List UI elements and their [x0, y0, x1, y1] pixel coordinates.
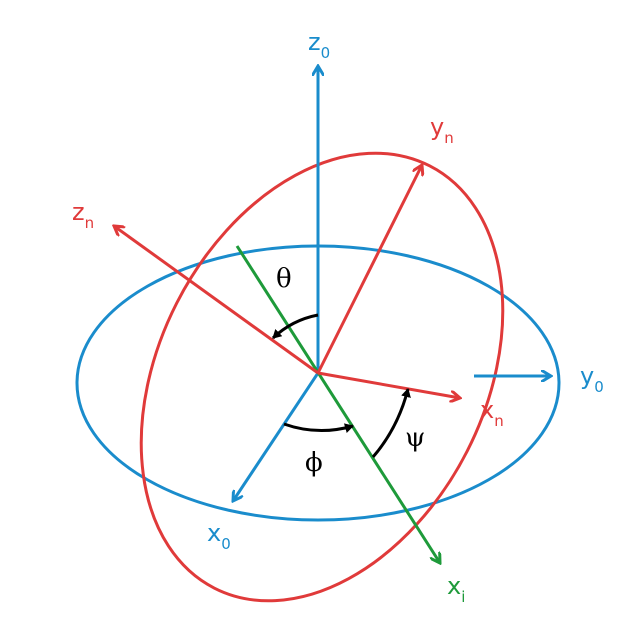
xn-axis	[317, 371, 460, 398]
phi-label: ϕ	[305, 448, 323, 478]
psi-arc	[371, 388, 411, 458]
yn-label: yn	[430, 113, 454, 147]
zn-axis	[114, 226, 319, 375]
yn-axis	[316, 165, 422, 374]
x0-axis	[233, 372, 320, 501]
line-of-nodes	[235, 245, 440, 563]
xn-label: xn	[480, 396, 504, 430]
theta-arc	[271, 313, 319, 340]
z0-label: z0	[308, 28, 330, 62]
x0-label: x0	[207, 519, 231, 553]
psi-label: ψ	[405, 423, 425, 453]
y0-label: y0	[580, 362, 604, 396]
zn-label: zn	[72, 198, 94, 232]
xi-label: xi	[447, 572, 465, 606]
phi-arc	[283, 422, 354, 434]
theta-label: θ	[276, 264, 292, 294]
rotated-plane-ellipse	[139, 151, 505, 603]
